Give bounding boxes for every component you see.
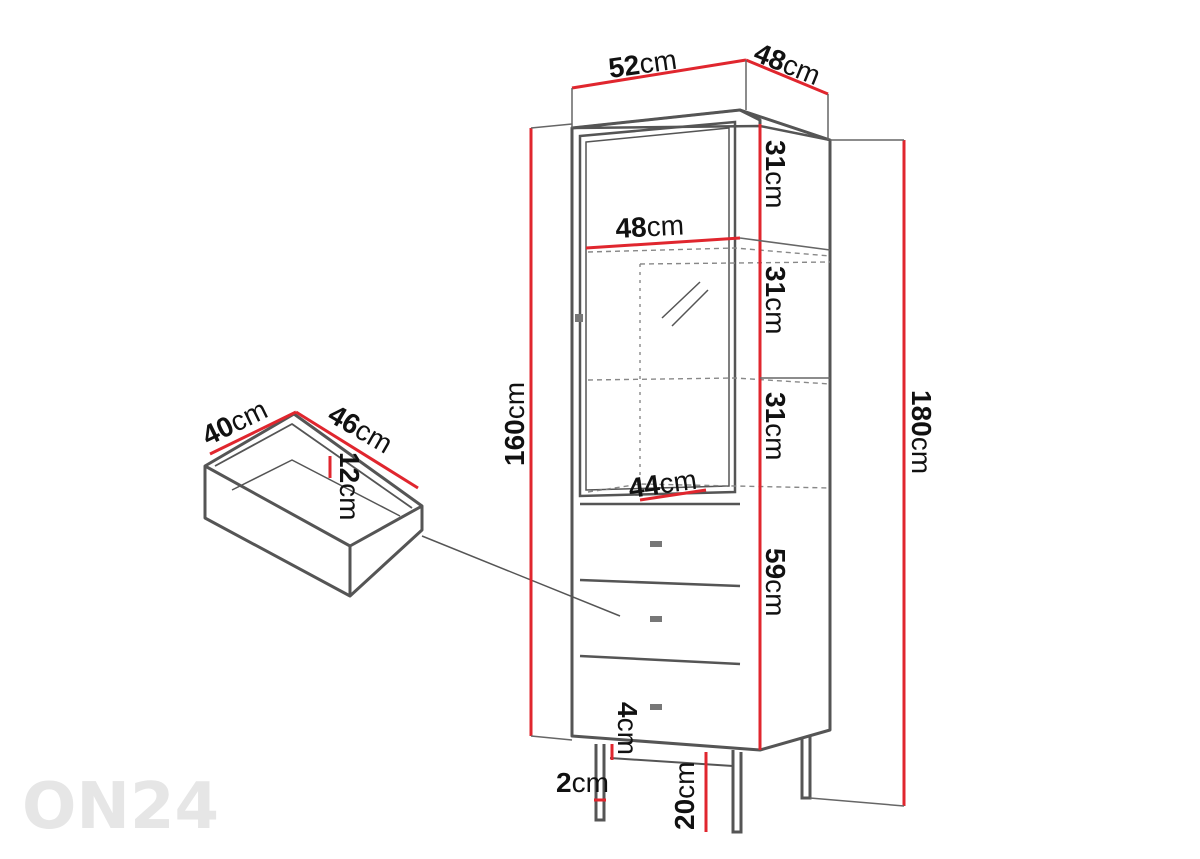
label-drawer-height: 12cm [334, 452, 365, 520]
watermark-logo: ON24 [22, 770, 219, 844]
label-body-height: 160cm [499, 382, 530, 466]
label-drawer-section: 59cm [760, 548, 791, 616]
label-shelf-width: 48cm [615, 209, 685, 244]
label-total-height: 180cm [906, 390, 937, 474]
shelves [587, 247, 831, 493]
dimension-lines [209, 58, 906, 832]
drawer-leader-line [421, 535, 621, 617]
label-plinth: 4cm [612, 702, 643, 755]
label-inner-width: 44cm [627, 464, 699, 504]
label-shelf-gap-2: 31cm [760, 266, 791, 334]
label-leg-width: 2cm [556, 767, 609, 798]
label-cabinet-width: 52cm [607, 44, 679, 84]
cabinet-legs [594, 735, 812, 834]
label-shelf-gap-3: 31cm [760, 392, 791, 460]
glass-door [575, 120, 737, 498]
label-leg-height: 20cm [669, 762, 700, 830]
label-cabinet-depth: 48cm [750, 37, 825, 91]
drawer-fronts [579, 502, 741, 710]
label-drawer-depth: 46cm [323, 398, 398, 459]
label-shelf-gap-1: 31cm [760, 140, 791, 208]
extension-lines [530, 60, 905, 807]
